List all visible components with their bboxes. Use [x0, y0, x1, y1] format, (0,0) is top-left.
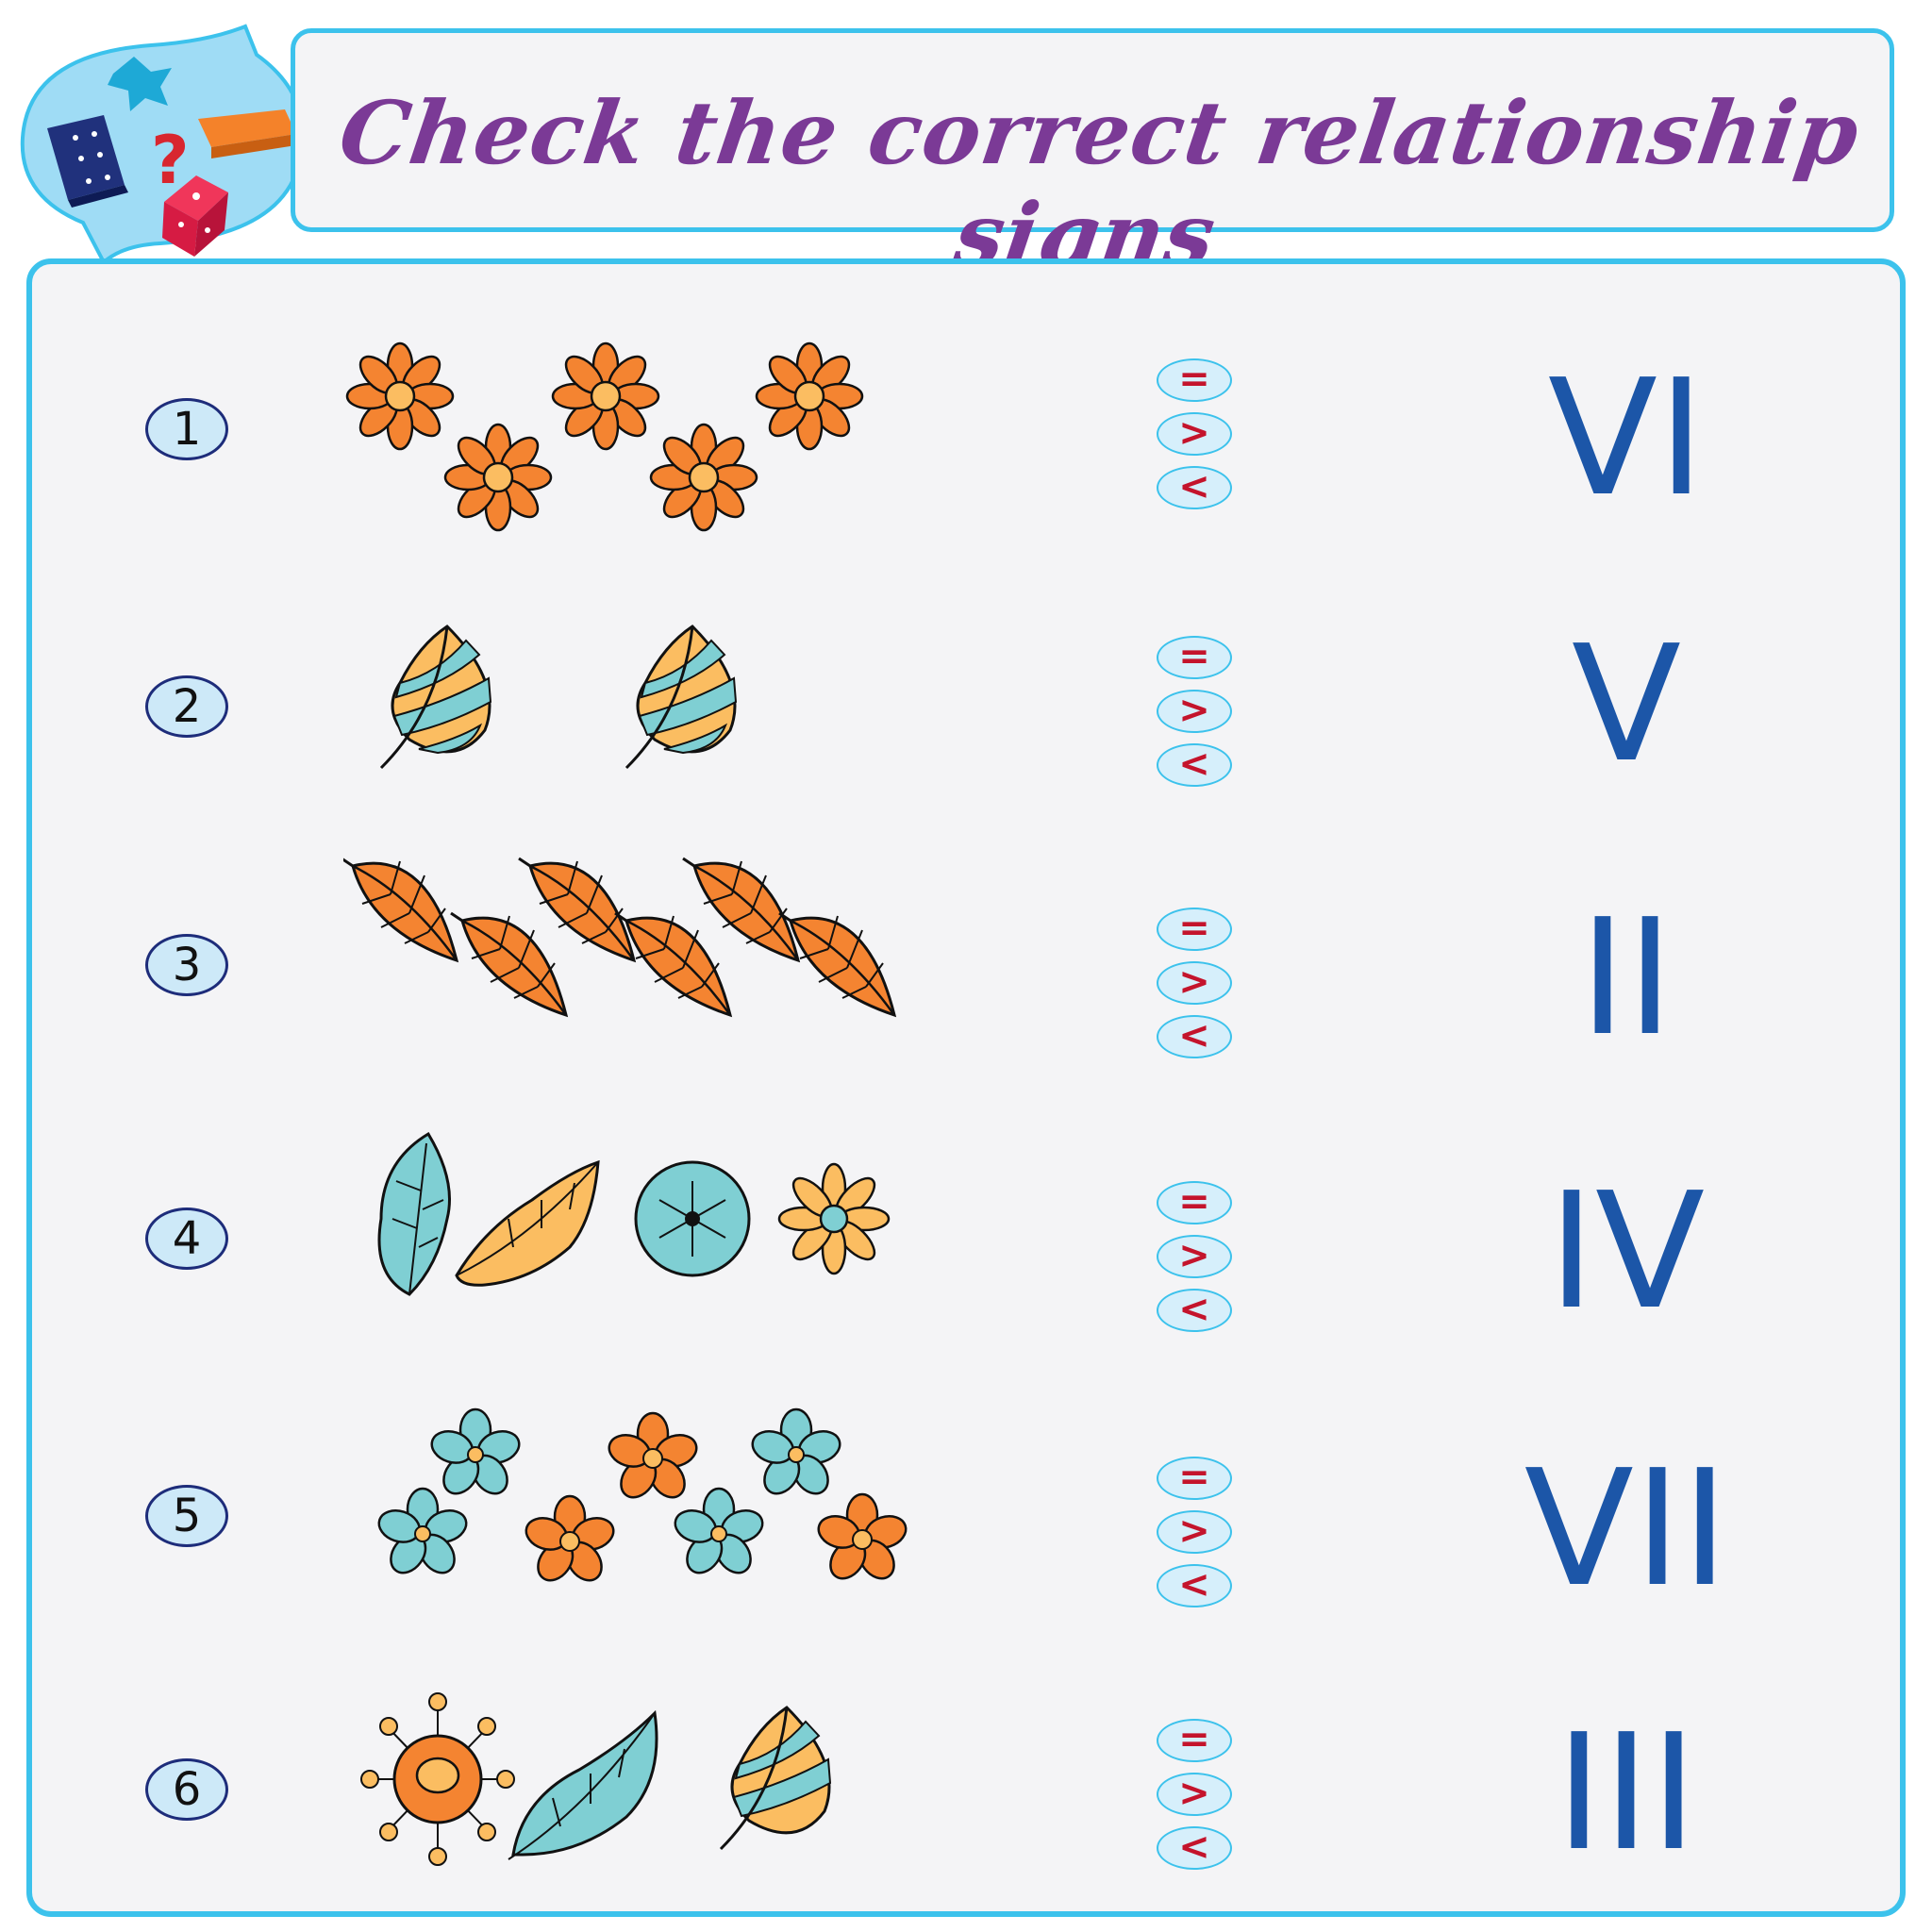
sun-flower-icon: [360, 1692, 515, 1866]
sign-option-less[interactable]: <: [1157, 1564, 1232, 1607]
roman-numeral: III: [1555, 1700, 1698, 1887]
sign-option-less[interactable]: <: [1157, 1289, 1232, 1332]
orange-daisy-icon: [345, 341, 455, 451]
logo-bubble: ?: [9, 17, 311, 266]
sign-choices: = > <: [1157, 1719, 1232, 1879]
roman-numeral: VI: [1547, 345, 1706, 532]
sign-option-equal[interactable]: =: [1157, 358, 1232, 402]
orange-leaf-icon: [340, 857, 458, 962]
sign-option-equal[interactable]: =: [1157, 636, 1232, 679]
teal-flower-icon: [747, 1407, 845, 1502]
sign-option-greater[interactable]: >: [1157, 690, 1232, 733]
teal-leaf-icon: [508, 1709, 658, 1860]
teal-flower-icon: [374, 1487, 472, 1581]
sign-option-less[interactable]: <: [1157, 1826, 1232, 1870]
orange-block-icon: [198, 109, 296, 158]
exercise-number: 5: [145, 1485, 228, 1547]
sign-choices: = > <: [1157, 1181, 1232, 1341]
teal-fern-leaf-icon: [377, 1131, 451, 1296]
picture-group: [343, 1402, 947, 1609]
orange-daisy-icon: [649, 423, 758, 532]
exercise-number: 3: [145, 934, 228, 996]
orange-flower-icon: [521, 1494, 619, 1589]
striped-leaf-icon: [379, 625, 492, 770]
orange-flower-icon: [813, 1492, 911, 1587]
orange-daisy-icon: [755, 341, 864, 451]
teal-flower-icon: [426, 1407, 525, 1502]
sign-option-greater[interactable]: >: [1157, 1773, 1232, 1816]
sign-choices: = > <: [1157, 908, 1232, 1068]
roman-numeral: V: [1571, 611, 1682, 798]
sign-option-less[interactable]: <: [1157, 1015, 1232, 1058]
yellow-oak-leaf-icon: [455, 1159, 600, 1287]
orange-daisy-icon: [551, 341, 660, 451]
orange-flower-icon: [604, 1411, 702, 1506]
yellow-daisy-icon: [777, 1162, 891, 1275]
sign-option-greater[interactable]: >: [1157, 1510, 1232, 1554]
sign-option-less[interactable]: <: [1157, 743, 1232, 787]
sign-option-less[interactable]: <: [1157, 466, 1232, 509]
star-icon: [108, 57, 172, 111]
domino-icon: [47, 115, 128, 208]
striped-leaf-icon: [719, 1706, 832, 1851]
orange-leaf-icon: [449, 911, 568, 1017]
picture-group: [343, 328, 947, 536]
orange-leaf-icon: [777, 911, 896, 1017]
exercise-number: 1: [145, 398, 228, 460]
exercise-row-5: 5: [32, 1392, 1900, 1628]
exercise-row-3: 3 = > <: [32, 841, 1900, 1077]
sign-option-equal[interactable]: =: [1157, 908, 1232, 951]
sign-choices: = > <: [1157, 358, 1232, 519]
exercise-number: 4: [145, 1208, 228, 1270]
header-banner: Check the correct relationship signs: [291, 28, 1894, 286]
sign-option-equal[interactable]: =: [1157, 1457, 1232, 1500]
sign-option-equal[interactable]: =: [1157, 1719, 1232, 1762]
orange-leaf-icon: [613, 911, 732, 1017]
page-title: Check the correct relationship signs: [333, 82, 1866, 286]
exercise-row-4: 4: [32, 1115, 1900, 1351]
picture-group: [343, 1675, 947, 1883]
sign-option-equal[interactable]: =: [1157, 1181, 1232, 1224]
exercise-number: 2: [145, 675, 228, 738]
svg-text:?: ?: [151, 122, 190, 199]
picture-group: [340, 841, 947, 1049]
picture-group: [343, 1124, 947, 1332]
sign-option-greater[interactable]: >: [1157, 1235, 1232, 1278]
worksheet-panel: 1: [26, 258, 1906, 1917]
picture-group: [343, 592, 947, 800]
orange-daisy-icon: [443, 423, 553, 532]
teal-flower-icon: [670, 1487, 768, 1581]
exercise-row-2: 2 = > < V: [32, 583, 1900, 819]
sign-option-greater[interactable]: >: [1157, 961, 1232, 1005]
question-mark-icon: ?: [151, 122, 190, 199]
exercise-number: 6: [145, 1758, 228, 1821]
sign-choices: = > <: [1157, 1457, 1232, 1617]
exercise-row-6: 6: [32, 1666, 1900, 1902]
roman-numeral: IV: [1547, 1158, 1706, 1345]
sign-choices: = > <: [1157, 636, 1232, 796]
dice-icon: [162, 175, 228, 257]
roman-numeral: VII: [1524, 1436, 1729, 1623]
roman-numeral: II: [1578, 885, 1674, 1072]
sign-option-greater[interactable]: >: [1157, 412, 1232, 456]
exercise-row-1: 1: [32, 306, 1900, 541]
striped-leaf-icon: [625, 625, 738, 770]
teal-round-flower-icon: [634, 1160, 751, 1277]
